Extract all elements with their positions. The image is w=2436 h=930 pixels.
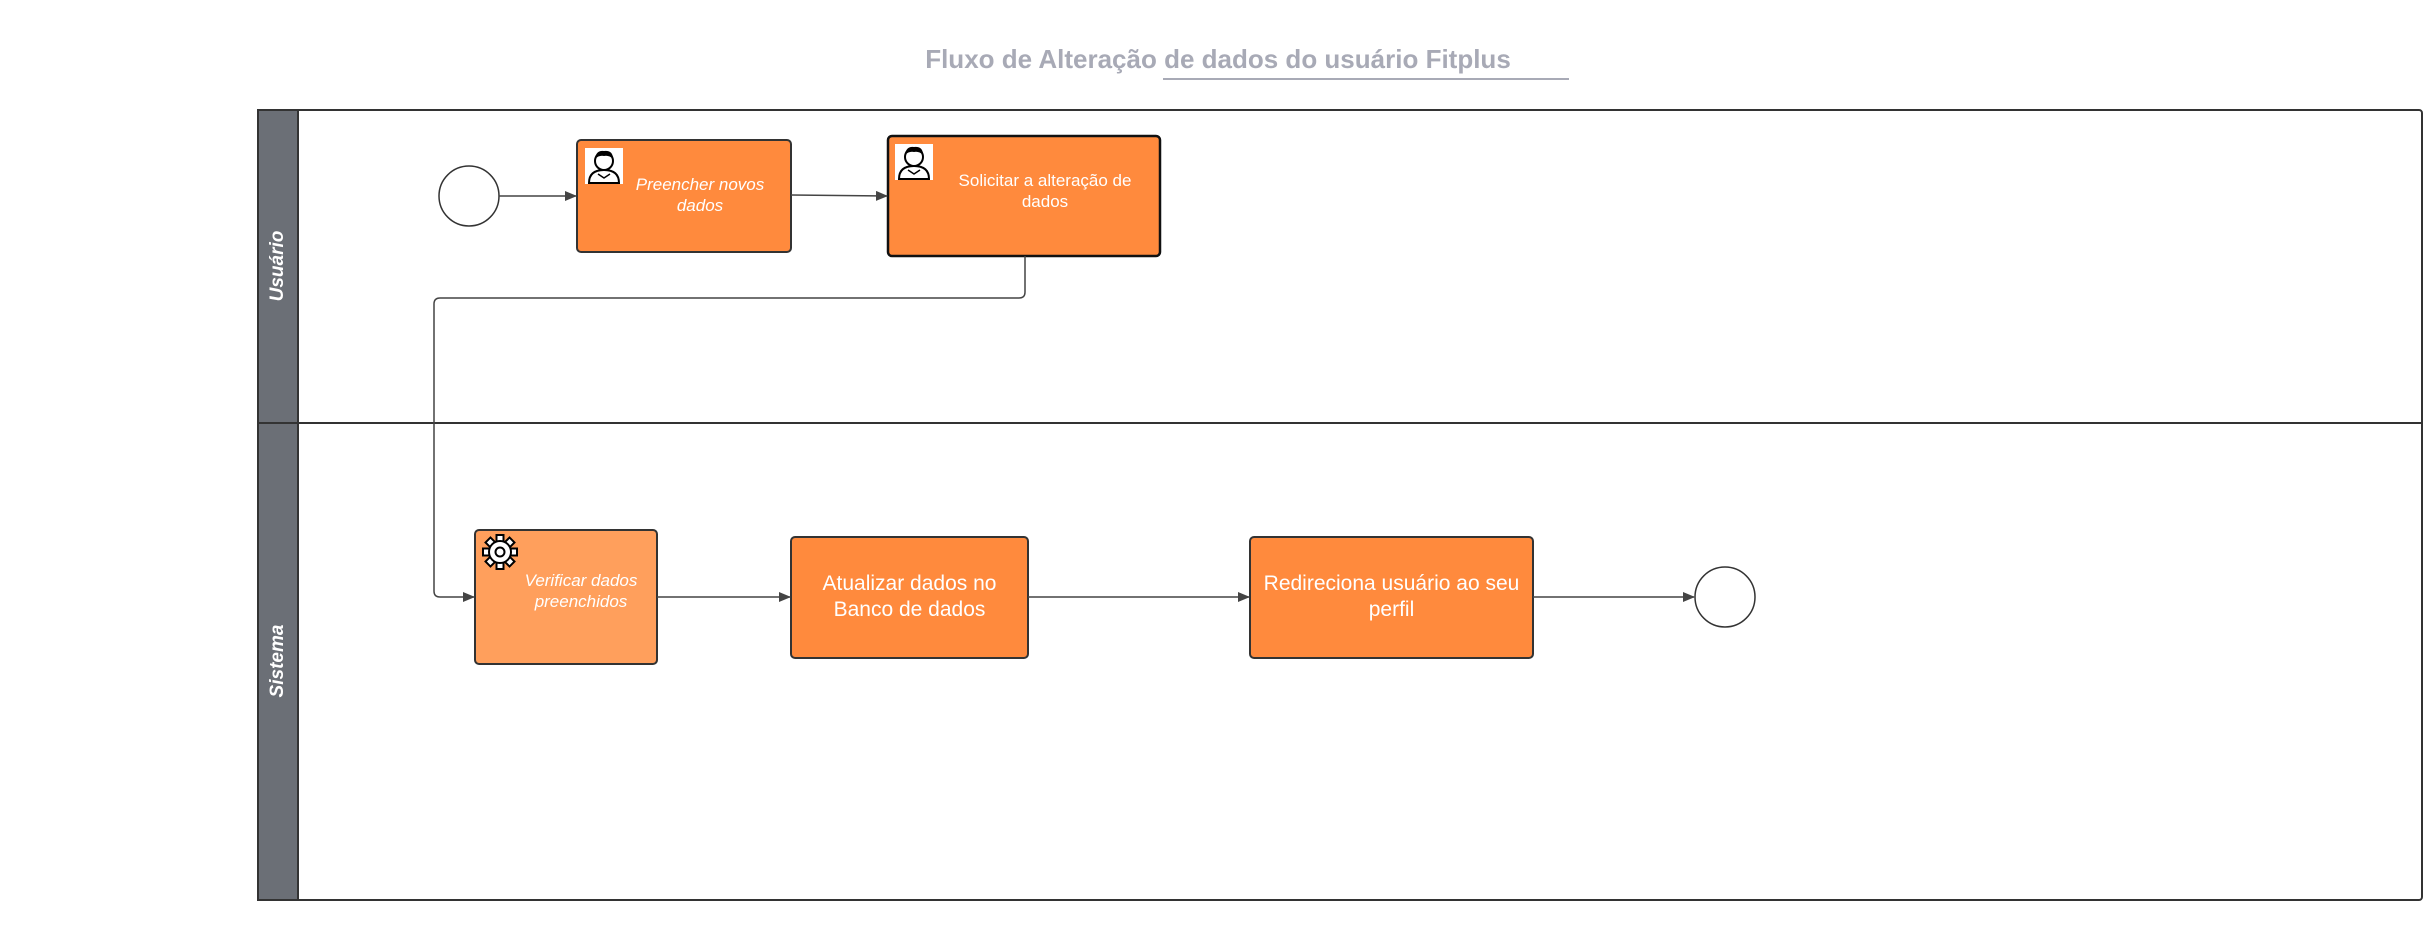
task-label-redireciona: Redireciona usuário ao seu perfil <box>1263 572 1520 621</box>
task-label-verificar: Verificar dados preenchidos <box>524 571 638 611</box>
task-preencher[interactable] <box>576 139 792 253</box>
title-prefix: Fluxo de <box>925 44 1039 74</box>
task-label-preencher: Preencher novos dados <box>635 175 765 215</box>
title-underline <box>1163 78 1569 80</box>
start-event[interactable] <box>438 165 500 227</box>
lane-header-sistema <box>257 422 299 901</box>
gear-icon <box>482 534 518 570</box>
diagram-title: Fluxo de Alteração de dados do usuário F… <box>0 44 2436 75</box>
task-solicitar[interactable] <box>886 134 1162 258</box>
lane-label-sistema: Sistema <box>267 624 288 698</box>
task-label-solicitar: Solicitar a alteração de dados <box>958 171 1132 211</box>
title-underlined: Alteração de dados do usuário <box>1038 44 1419 74</box>
lane-label-usuario: Usuário <box>267 230 288 302</box>
flow-preencher-to-solicitar <box>790 190 888 201</box>
user-icon <box>585 148 623 184</box>
end-event[interactable] <box>1694 566 1756 628</box>
task-label-atualizar: Atualizar dados no Banco de dados <box>822 572 997 621</box>
flow-solicitar-to-verificar <box>433 256 1026 602</box>
user-icon <box>895 144 933 180</box>
title-suffix: Fitplus <box>1418 44 1511 74</box>
